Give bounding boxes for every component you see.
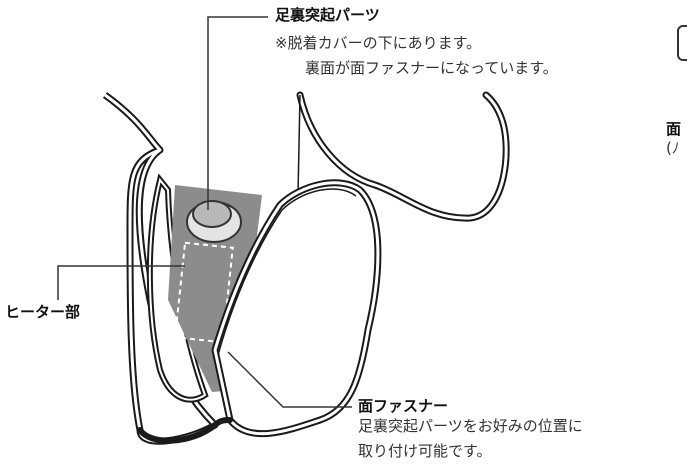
foot-bump-note-2: 裏面が面ファスナーになっています。 <box>305 59 558 77</box>
bottom-shell-curve <box>137 417 233 444</box>
heater-title: ヒーター部 <box>5 303 81 321</box>
side-fragment-line-1: 面 <box>666 120 682 138</box>
foot-bump-title: 足裏突起パーツ <box>275 6 380 24</box>
heater-leader <box>57 265 185 300</box>
inner-crease <box>297 94 301 196</box>
heater-dashed-area <box>174 241 234 344</box>
fastener-title: 面ファスナー <box>358 397 449 415</box>
side-fragment-line-2: (ﾉ <box>666 139 680 157</box>
fastener-leader <box>227 351 352 408</box>
foot-bump-leader <box>207 16 268 210</box>
foot-bump-top <box>192 200 232 228</box>
fastener-note-2: 取り付け可能です。 <box>358 442 492 460</box>
fastener-note-1: 足裏突起パーツをお好みの位置に <box>358 417 583 435</box>
foot-bump-note-1: ※脱着カバーの下にあります。 <box>275 34 482 52</box>
side-box-fragment <box>677 25 687 61</box>
